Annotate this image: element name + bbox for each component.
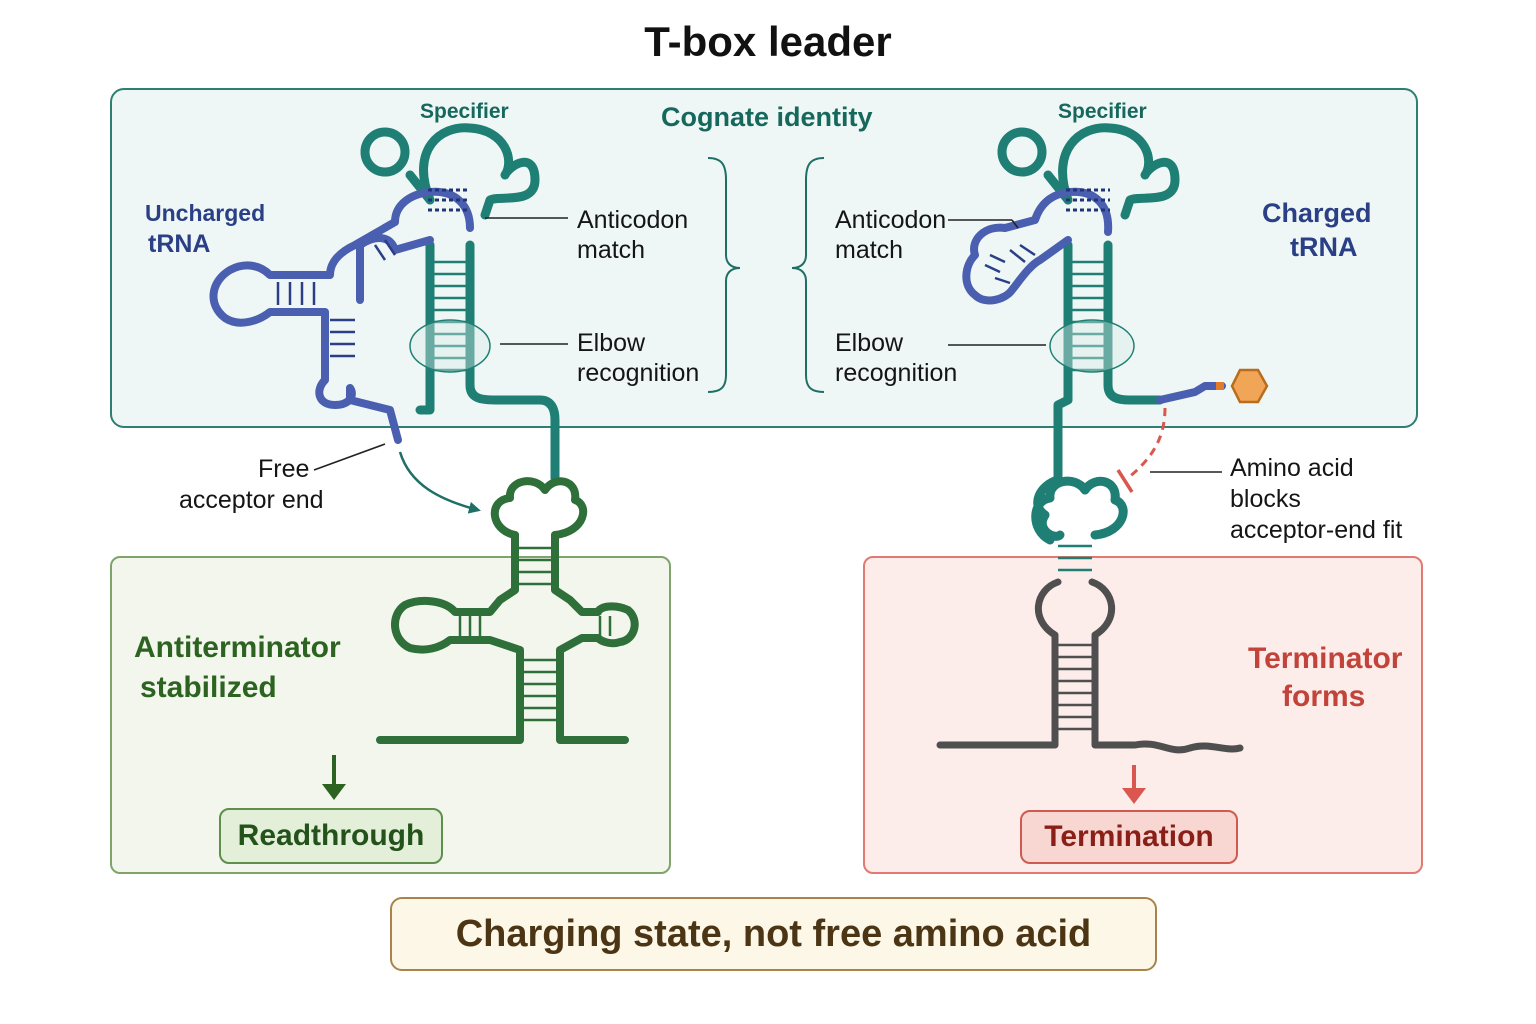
- right-elbow-label-line2: recognition: [835, 359, 958, 387]
- right-anticodon-label-line2: match: [835, 236, 904, 264]
- left-anticodon-pairing: [428, 188, 470, 212]
- left-anticodon-label-line1: Anticodon: [577, 206, 689, 234]
- termination-arrow: [1122, 765, 1146, 804]
- left-leader-lines: [313, 217, 568, 471]
- right-anticodon-pairing: [1066, 188, 1110, 212]
- left-elbow-label-line1: Elbow: [577, 329, 646, 357]
- amino-block-label-line2: blocks: [1230, 485, 1301, 513]
- charged-trna-label-line1: Charged: [1262, 198, 1372, 228]
- left-tbox-stem-rungs: [432, 260, 468, 372]
- free-acceptor-label-line2: acceptor end: [179, 486, 324, 514]
- cognate-braces: [707, 157, 825, 393]
- antiterminator-label-line1: Antiterminator: [134, 631, 341, 664]
- free-acceptor-arrow: [398, 451, 481, 514]
- uncharged-trna-label-line1: Uncharged: [145, 200, 266, 226]
- right-specifier-label: Specifier: [1058, 100, 1147, 123]
- left-specifier-label: Specifier: [420, 100, 509, 123]
- left-tbox-leader: [360, 123, 560, 483]
- amino-block-label-line1: Amino acid: [1230, 454, 1354, 482]
- left-uncharged-trna: [209, 187, 474, 444]
- terminator-label-line2: forms: [1282, 680, 1366, 713]
- footer-banner: Charging state, not free amino acid: [390, 897, 1157, 971]
- readthrough-arrow: [322, 755, 346, 800]
- right-anticodon-label-line1: Anticodon: [835, 206, 947, 234]
- left-antiterminator-rungs: [458, 546, 612, 722]
- amino-acid-icon: [1230, 368, 1269, 404]
- left-anticodon-label-line2: match: [577, 236, 646, 264]
- left-antiterminator: [376, 477, 639, 744]
- readthrough-badge: Readthrough: [219, 808, 443, 864]
- terminator-label-line1: Terminator: [1248, 642, 1403, 675]
- right-trna-rungs: [984, 243, 1036, 285]
- termination-badge: Termination: [1020, 810, 1238, 864]
- cognate-identity-label: Cognate identity: [661, 102, 873, 132]
- left-trna-rungs: [276, 239, 397, 358]
- left-elbow-label-line2: recognition: [577, 359, 700, 387]
- free-acceptor-label-line1: Free: [258, 455, 310, 483]
- right-terminator: [936, 578, 1244, 754]
- right-charged-trna: [962, 187, 1226, 404]
- right-elbow-label-line1: Elbow: [835, 329, 904, 357]
- right-elbow-marker: [1049, 319, 1135, 373]
- right-terminator-rungs: [1058, 643, 1092, 731]
- diagram-title: T-box leader: [644, 18, 892, 65]
- right-tbox-leader: [997, 123, 1180, 545]
- charged-trna-label-line2: tRNA: [1290, 232, 1358, 262]
- amino-block-label-line3: acceptor-end fit: [1230, 516, 1403, 544]
- left-elbow-marker: [409, 319, 491, 373]
- blocked-fit-icon: [1116, 407, 1167, 493]
- right-leader-lines: [948, 219, 1222, 473]
- antiterminator-label-line2: stabilized: [140, 671, 277, 704]
- uncharged-trna-label-line2: tRNA: [148, 230, 211, 258]
- amino-linkage-icon: [1216, 382, 1224, 390]
